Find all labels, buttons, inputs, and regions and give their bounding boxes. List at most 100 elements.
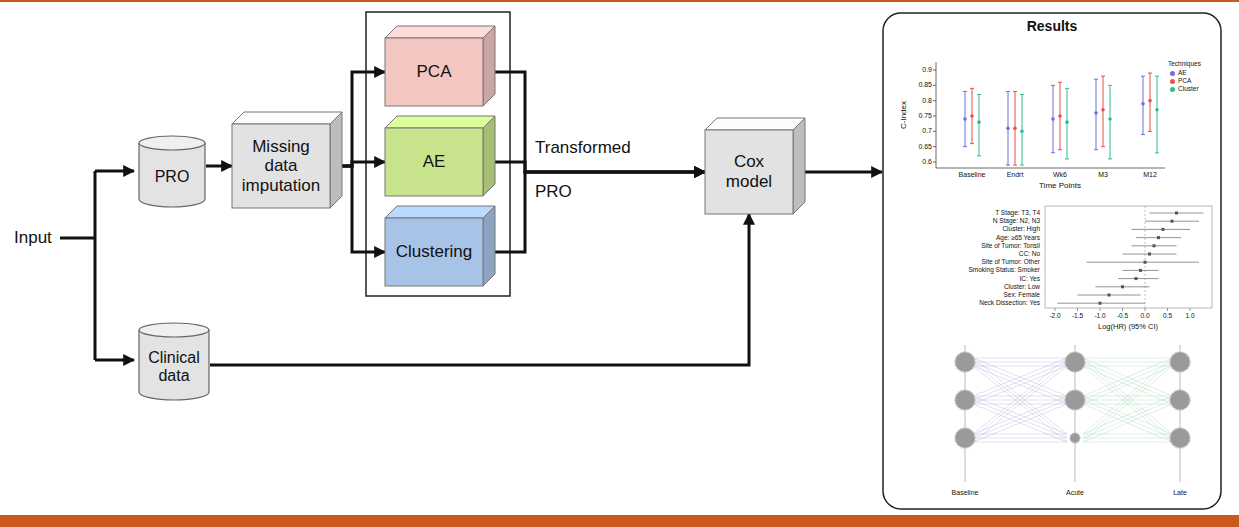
transition-line <box>973 400 1067 438</box>
node-text-area: Results <box>882 18 1222 34</box>
error-cap <box>1108 158 1112 159</box>
transition-line <box>973 362 1067 400</box>
chart-label: Log(HR) (95% CI) <box>1098 323 1158 331</box>
method-box: PCA <box>385 26 495 106</box>
hazard-estimate <box>1171 220 1174 223</box>
chart-label: -1.5 <box>1072 312 1083 319</box>
transition-line <box>973 396 1067 434</box>
error-cap <box>1141 134 1145 135</box>
transition-line <box>973 362 1067 438</box>
axis-tick <box>1077 308 1078 311</box>
chart-label: Acute <box>1066 489 1084 497</box>
box-side-face <box>483 116 495 196</box>
cluster-node <box>1070 433 1080 443</box>
axis-tick <box>933 162 936 163</box>
point-estimate <box>1065 120 1069 124</box>
node-text-area: AE <box>385 128 483 196</box>
box-side-face <box>483 26 495 106</box>
error-cap <box>1006 165 1010 166</box>
transition-line <box>973 366 1067 404</box>
transition-line <box>973 400 1067 438</box>
legend-swatch <box>1170 87 1175 92</box>
transition-line <box>973 358 1067 359</box>
chart-label: N Stage: N2, N3 <box>993 218 1040 225</box>
confidence-interval <box>1145 221 1199 222</box>
transition-line <box>973 362 1067 400</box>
chart-label: Site of Tumor: Tonsil <box>981 242 1040 249</box>
axis-tick <box>1145 308 1146 311</box>
chart-label: CC: No <box>1019 250 1040 257</box>
process-box: Missing data imputation <box>232 112 342 208</box>
input-arrow <box>95 170 134 173</box>
error-cap <box>977 155 981 156</box>
axis-line <box>936 62 937 168</box>
transition-line <box>973 434 1067 435</box>
axis-tick <box>933 116 936 117</box>
error-cap <box>1094 149 1098 150</box>
flow-label: PRO <box>535 183 572 202</box>
axis-tick <box>933 131 936 132</box>
chart-label: Age: ≥65 Years <box>996 234 1040 241</box>
model-box: Cox model <box>705 118 805 214</box>
flow-arrow <box>483 172 705 252</box>
confidence-interval <box>1118 278 1159 279</box>
flow-label: Input <box>14 229 52 248</box>
error-cap <box>1020 94 1024 95</box>
point-estimate <box>1013 126 1017 130</box>
point-estimate <box>1148 99 1152 103</box>
transition-line <box>1083 362 1172 363</box>
chart-label: -1.0 <box>1094 312 1105 319</box>
input-arrow <box>95 359 134 362</box>
point-estimate <box>970 114 974 118</box>
legend-label: AE <box>1178 70 1187 77</box>
point-estimate <box>1108 117 1112 121</box>
chart-label: Baseline <box>959 171 986 179</box>
legend-label: Cluster <box>1178 86 1199 93</box>
box-front-face <box>385 38 483 106</box>
node-label: Results <box>1027 18 1078 34</box>
flow-arrow <box>206 165 232 168</box>
chart-label: 0.6 <box>922 158 932 166</box>
transition-line <box>1083 362 1172 438</box>
chart-label: 0.7 <box>922 127 932 135</box>
node-label: AE <box>423 152 446 172</box>
error-cap <box>977 94 981 95</box>
axis-tick <box>1055 308 1056 311</box>
chart-label: 0.5 <box>1163 312 1172 319</box>
hazard-estimate <box>1157 236 1160 239</box>
transition-line <box>1083 358 1172 396</box>
node-text-area: Cox model <box>705 130 793 214</box>
box-top-face <box>705 118 805 130</box>
chart-label: Sex: Female <box>1004 291 1041 298</box>
flow-arrow <box>483 72 705 172</box>
hazard-estimate <box>1139 269 1142 272</box>
confidence-interval <box>1078 295 1141 296</box>
transition-line <box>1083 366 1172 367</box>
axis-tick <box>1190 308 1191 311</box>
error-bar <box>1110 85 1111 159</box>
error-cap <box>1101 146 1105 147</box>
box-front-face <box>385 218 483 286</box>
top-rule <box>0 0 1239 2</box>
box-front-face <box>232 124 330 208</box>
flow-label: Transformed <box>535 139 631 158</box>
hazard-estimate <box>1153 244 1156 247</box>
node-label: Clustering <box>396 242 473 262</box>
axis-tick <box>1167 308 1168 311</box>
transition-line <box>973 366 1067 367</box>
node-text-area: Missing data imputation <box>232 124 330 208</box>
transition-line <box>1083 404 1172 442</box>
chart-label: Site of Tumor: Other <box>981 259 1040 266</box>
cluster-node <box>955 352 975 372</box>
cluster-node <box>1170 390 1190 410</box>
transition-line <box>973 358 1067 434</box>
transition-line <box>1083 396 1172 434</box>
confidence-interval <box>1123 270 1159 271</box>
chart-label: -0.5 <box>1117 312 1128 319</box>
hazard-estimate <box>1175 212 1178 215</box>
box-side-face <box>330 112 342 208</box>
result-charts <box>933 62 1212 482</box>
data-cylinder: PRO <box>138 135 206 207</box>
transition-line <box>1083 438 1172 439</box>
chart-label: 0.8 <box>922 97 932 105</box>
